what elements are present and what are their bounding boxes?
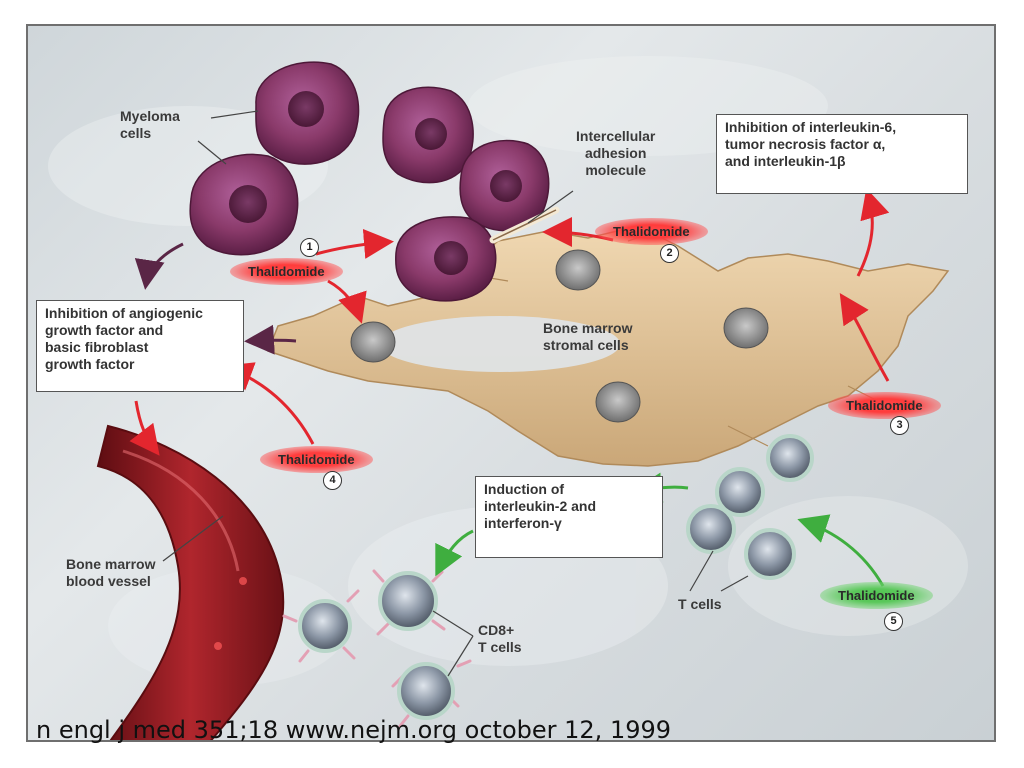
thalidomide-5-label: Thalidomide (820, 582, 933, 609)
step-3-badge: 3 (890, 416, 909, 435)
interleukin6-box: Inhibition of interleukin-6, tumor necro… (716, 114, 968, 194)
interleukin2-box: Induction of interleukin-2 and interfero… (475, 476, 663, 558)
t-cells (686, 434, 814, 580)
myeloma-cells (189, 61, 550, 302)
figure-artwork (48, 56, 968, 740)
myeloma-figure: Myeloma cells Intercellular adhesion mol… (26, 24, 996, 742)
leader-lines (162, 110, 749, 677)
t-cells-label: T cells (678, 596, 722, 612)
blood-vessel (96, 424, 285, 740)
thalidomide-3-label: Thalidomide (828, 392, 941, 419)
myeloma-cells-label: Myeloma cells (120, 108, 180, 141)
cd8-t-cells (282, 569, 472, 728)
stromal-cells (267, 225, 950, 467)
thalidomide-4-label: Thalidomide (260, 446, 373, 473)
thalidomide-2-label: Thalidomide (595, 218, 708, 245)
stromal-cells-label: Bone marrow stromal cells (543, 320, 633, 353)
adhesion-molecule-label: Intercellular adhesion molecule (576, 128, 656, 178)
step-2-badge: 2 (660, 244, 679, 263)
stromal-nuclei (350, 249, 769, 423)
thalidomide-1-label: Thalidomide (230, 258, 343, 285)
adhesion-molecule (489, 206, 560, 244)
citation-caption: n engl j med 351;18 www.nejm.org october… (36, 716, 672, 744)
step-5-badge: 5 (884, 612, 903, 631)
angiogenic-box: Inhibition of angiogenic growth factor a… (36, 300, 244, 392)
step-4-badge: 4 (323, 471, 342, 490)
cd8-t-cells-label: CD8+ T cells (478, 622, 522, 655)
step-1-badge: 1 (300, 238, 319, 257)
blood-vessel-label: Bone marrow blood vessel (66, 556, 156, 589)
